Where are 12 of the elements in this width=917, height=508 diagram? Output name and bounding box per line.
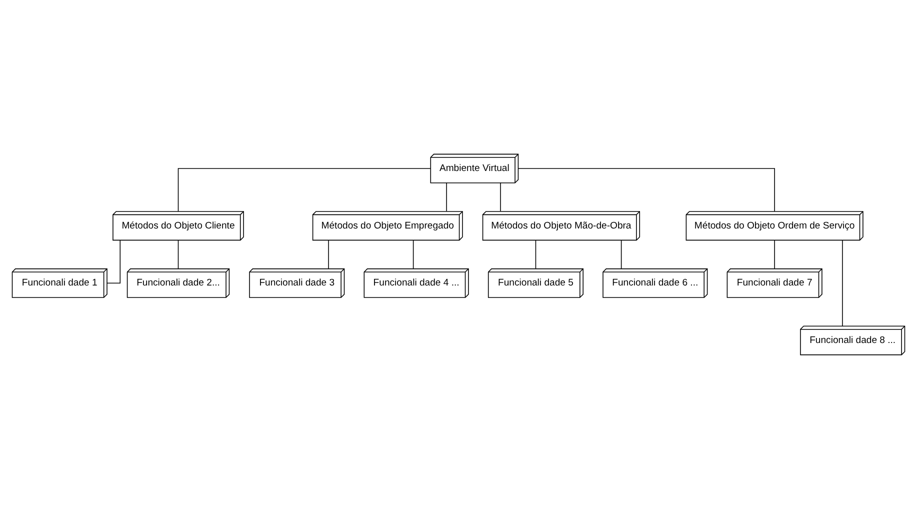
connector [535, 239, 536, 268]
connector [178, 239, 179, 268]
connector [412, 239, 414, 268]
connector [620, 239, 622, 268]
connector [842, 239, 843, 326]
connector [774, 239, 775, 268]
connector [446, 182, 447, 212]
connector [328, 239, 329, 268]
connector [500, 182, 501, 212]
connector [518, 168, 775, 212]
connector [178, 168, 431, 212]
connector [106, 239, 121, 284]
